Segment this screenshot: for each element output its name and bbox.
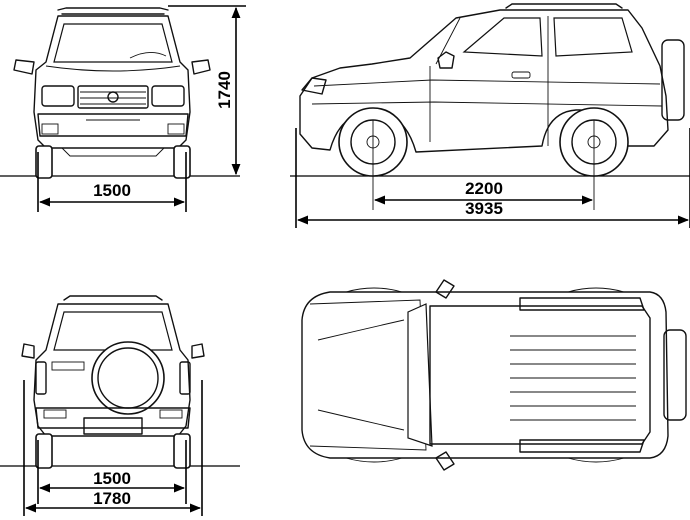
height-label: 1740	[215, 71, 234, 109]
length-dimension: 3935	[295, 128, 690, 228]
wheelbase-label: 2200	[465, 179, 503, 198]
height-dimension: 1740	[168, 5, 246, 176]
rear-track-label: 1500	[93, 469, 131, 488]
wheelbase-dimension: 2200	[373, 179, 594, 205]
width-label: 1780	[93, 489, 131, 508]
top-view	[301, 279, 687, 471]
front-track-dimension: 1500	[37, 152, 187, 212]
roof-ribs	[510, 335, 636, 421]
length-label: 3935	[465, 199, 503, 218]
front-view	[0, 7, 240, 179]
width-dimension: 1780	[23, 380, 203, 516]
side-view	[290, 3, 690, 210]
rear-track-dimension: 1500	[37, 440, 187, 504]
front-track-label: 1500	[93, 181, 131, 200]
rear-view	[0, 295, 240, 469]
